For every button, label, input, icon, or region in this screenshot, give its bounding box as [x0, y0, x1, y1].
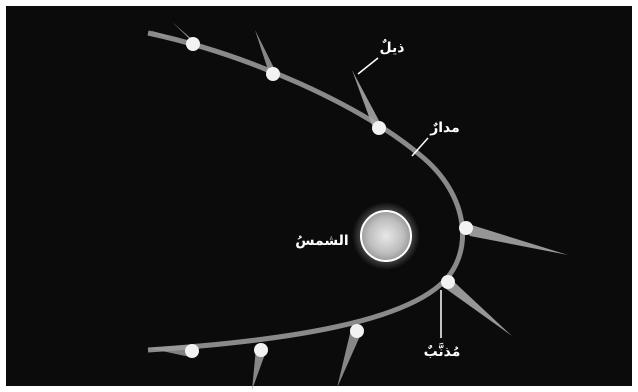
orbit-label: مدارٌ: [429, 120, 460, 136]
comet-head: [254, 343, 268, 357]
comet-head: [185, 344, 199, 358]
comet-head: [266, 67, 280, 81]
comet-head: [372, 121, 386, 135]
comet-head: [441, 275, 455, 289]
sun: [361, 211, 411, 261]
tail-label: ذيلٌ: [380, 39, 405, 56]
comet-head: [459, 221, 473, 235]
comet-head: [350, 324, 364, 338]
comet-head: [186, 37, 200, 51]
sun-label: الشمسُ: [295, 233, 348, 249]
comet-label: مُذنَّبٌ: [424, 342, 461, 360]
